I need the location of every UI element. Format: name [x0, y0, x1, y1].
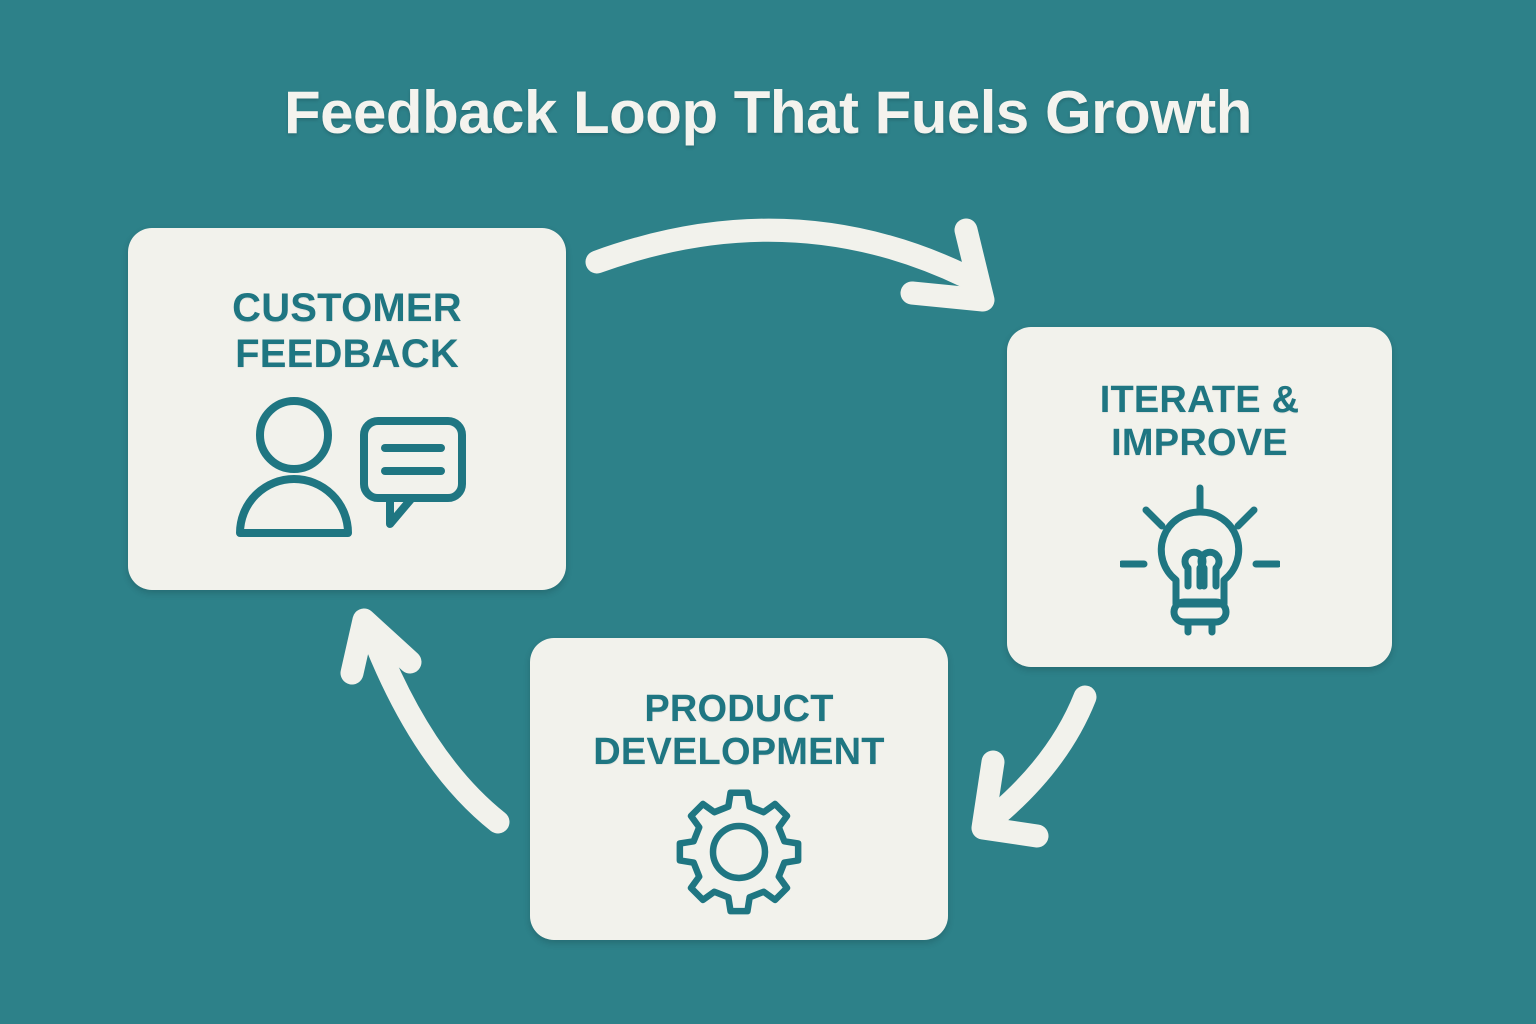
- card-product-development[interactable]: PRODUCT DEVELOPMENT: [530, 638, 948, 940]
- lightbulb-icon: [1119, 484, 1280, 636]
- card-customer-feedback-label-line2: FEEDBACK: [235, 331, 459, 376]
- card-customer-feedback[interactable]: CUSTOMER FEEDBACK: [128, 228, 566, 590]
- card-iterate-improve-label-line2: IMPROVE: [1111, 422, 1288, 465]
- arrow-product-to-feedback: [340, 608, 510, 834]
- card-iterate-improve-label: ITERATE & IMPROVE: [1100, 379, 1300, 466]
- arrow-feedback-to-iterate: [585, 218, 995, 312]
- person-speech-bubble-icon: [236, 397, 466, 538]
- card-iterate-improve-label-line1: ITERATE &: [1099, 379, 1300, 421]
- gear-icon: [676, 789, 802, 914]
- card-customer-feedback-label-line1: CUSTOMER: [232, 286, 462, 330]
- card-product-development-label-line2: DEVELOPMENT: [593, 731, 885, 774]
- card-customer-feedback-label: CUSTOMER FEEDBACK: [232, 286, 462, 377]
- card-iterate-improve[interactable]: ITERATE & IMPROVE: [1007, 327, 1392, 667]
- arrow-iterate-to-product: [971, 685, 1097, 848]
- page-title: Feedback Loop That Fuels Growth: [284, 79, 1252, 146]
- card-product-development-label-line1: PRODUCT: [644, 688, 834, 730]
- card-product-development-label: PRODUCT DEVELOPMENT: [593, 688, 884, 775]
